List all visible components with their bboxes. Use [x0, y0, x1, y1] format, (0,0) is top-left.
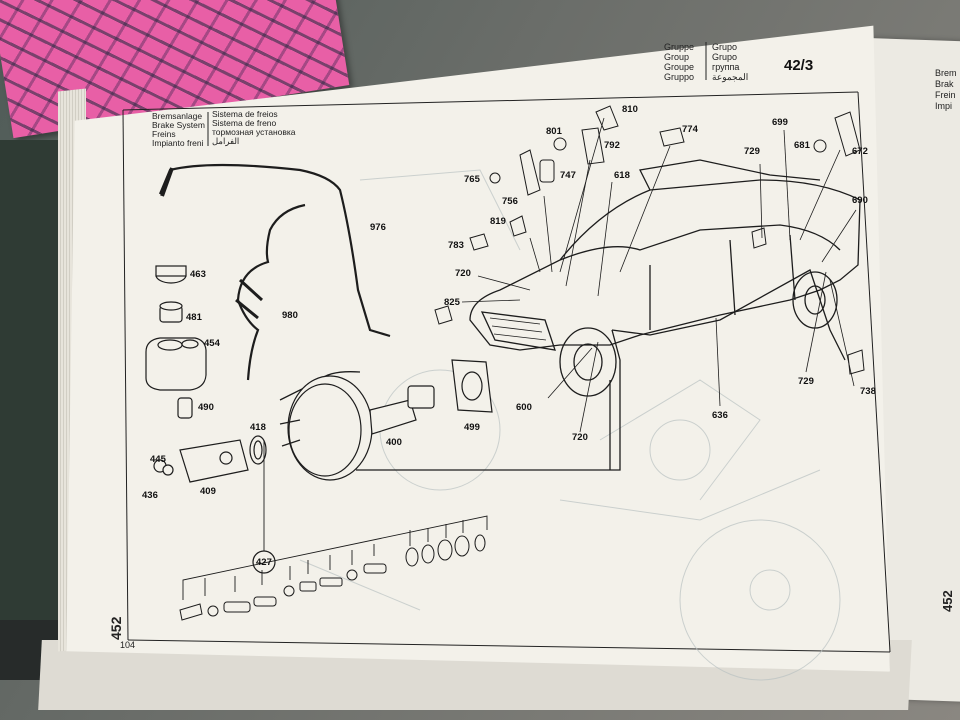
callout-792: 792: [604, 140, 620, 151]
callout-774: 774: [682, 124, 698, 135]
callout-436: 436: [142, 490, 158, 501]
hose-end-fitting: [160, 167, 174, 197]
group-label-left: Gruppe Group Groupe Gruppo: [664, 42, 695, 82]
callout-400: 400: [386, 437, 402, 448]
car-grille: [480, 311, 556, 351]
fluid-reservoir-454: [145, 337, 207, 391]
faint-background-drawing: [299, 169, 841, 681]
master-cylinder-409: [179, 439, 249, 483]
callout-636: 636: [712, 410, 728, 421]
callout-681: 681: [794, 140, 810, 151]
callout-618: 618: [614, 170, 630, 181]
green-desk-pad: [0, 140, 60, 660]
callout-738: 738: [860, 386, 876, 397]
section-title-right: Sistema de freios Sistema de freno тормо…: [212, 109, 296, 146]
side-number: 452: [108, 616, 124, 640]
callout-463: 463: [190, 269, 206, 280]
callout-690: 690: [852, 195, 868, 206]
callout-720-front: 720: [572, 432, 588, 443]
callout-427: 427: [256, 557, 272, 568]
callout-765: 765: [464, 174, 480, 185]
callout-819: 819: [490, 216, 506, 227]
callout-801: 801: [546, 126, 562, 137]
group-label-right: Grupo Grupo группа المجموعة: [712, 42, 749, 82]
line-to-front-wheel: [356, 329, 621, 471]
callout-825: 825: [444, 297, 460, 308]
line-to-rear-axle: [611, 269, 846, 361]
clip-parts: [434, 105, 865, 375]
group-number: 42/3: [784, 57, 814, 74]
car-body-outline: [469, 179, 861, 351]
frame-right-line: [857, 91, 891, 653]
callout-756: 756: [502, 196, 518, 207]
callout-720-top: 720: [455, 268, 471, 279]
callout-672: 672: [852, 146, 868, 157]
callout-729-top: 729: [744, 146, 760, 157]
callout-418: 418: [250, 422, 266, 433]
callout-481: 481: [186, 312, 202, 323]
callout-810: 810: [622, 104, 638, 115]
callout-445: 445: [150, 454, 166, 465]
callout-699: 699: [772, 117, 788, 128]
callout-747: 747: [560, 170, 576, 181]
section-title-left: Bremsanlage Brake System Freins Impianto…: [152, 111, 205, 148]
frame-top-line: [122, 91, 859, 111]
brake-hose-980: [236, 203, 306, 381]
callout-499: 499: [464, 422, 480, 433]
seal-kit-parts: [179, 534, 486, 621]
adjacent-page-header: Brem Brak Frein Impi: [935, 68, 957, 111]
frame-bottom-line: [127, 639, 891, 653]
callout-729-rear: 729: [798, 376, 814, 387]
callout-980: 980: [282, 310, 298, 321]
callout-490: 490: [198, 402, 214, 413]
frame-left-line: [122, 109, 129, 641]
grommet-490: [177, 397, 193, 419]
leader-lines: [461, 117, 857, 433]
page-number: 104: [120, 640, 136, 650]
brake-hose-976: [158, 163, 391, 338]
callout-976: 976: [370, 222, 386, 233]
callout-409: 409: [200, 486, 216, 497]
callout-600: 600: [516, 402, 532, 413]
front-wheel: [559, 327, 617, 397]
callout-783: 783: [448, 240, 464, 251]
callout-454: 454: [204, 338, 220, 349]
